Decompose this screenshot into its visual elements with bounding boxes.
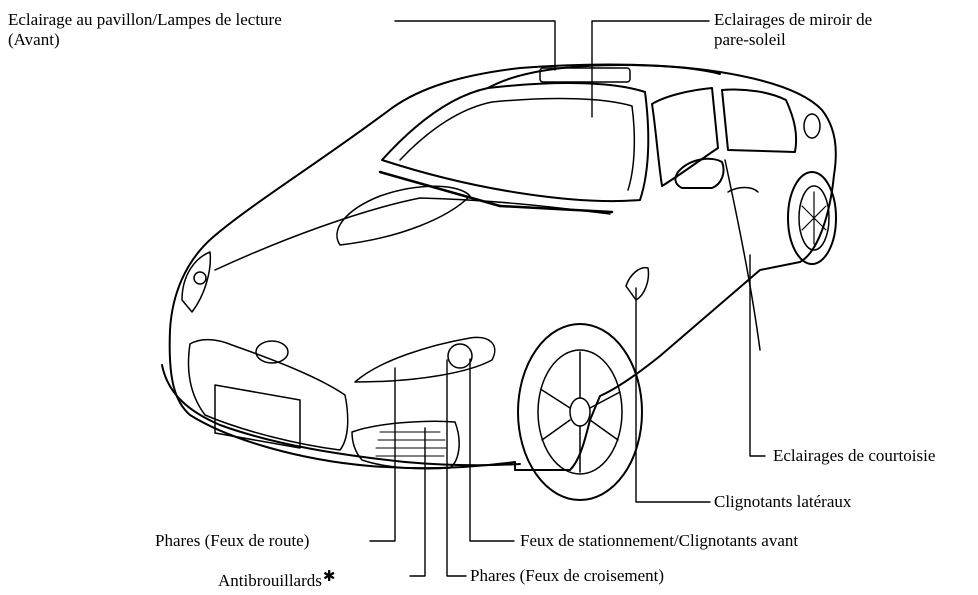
side-window-rear (721, 88, 798, 153)
asterisk-marker: ✱ (322, 567, 336, 585)
front-rim (537, 349, 623, 475)
label-high-beam: Phares (Feux de route) (155, 531, 310, 550)
label-vanity-mirror-line2: pare-soleil (714, 30, 786, 49)
label-vanity-mirror: Eclairages de miroir de pare-soleil (714, 10, 872, 50)
left-headlight (181, 251, 212, 313)
label-side-turn-signals: Clignotants latéraux (714, 492, 852, 511)
leader-low-beam (446, 359, 467, 577)
license-plate (214, 384, 301, 449)
label-interior-lamps-line1: Eclairage au pavillon/Lampes de lecture (8, 10, 282, 29)
side-window-front (651, 87, 719, 187)
leader-high-beam (369, 367, 396, 542)
leader-fog (409, 427, 426, 577)
label-low-beam: Phares (Feux de croisement) (470, 566, 665, 585)
label-interior-lamps-line2: (Avant) (8, 30, 60, 49)
door-handle (727, 186, 759, 193)
label-fog-lights-text: Antibrouillards (218, 571, 322, 590)
leader-interior-lamps (394, 20, 556, 71)
fog-lamp-grille (375, 431, 447, 457)
rear-rim (798, 185, 830, 251)
car-body-outline (168, 63, 837, 471)
roof-line (487, 64, 721, 89)
leader-side-turn (635, 287, 711, 503)
rear-wheel (787, 171, 837, 265)
hood-line (214, 197, 611, 271)
windshield-inner (399, 97, 636, 191)
windshield (381, 82, 650, 203)
right-headlight-lens-inner (447, 343, 473, 369)
leader-parking-turn (469, 358, 515, 542)
left-headlight-lens (193, 271, 207, 285)
wiper-right (498, 204, 614, 214)
front-spokes (541, 351, 621, 473)
front-lip (161, 364, 521, 467)
label-fog-lights: Antibrouillards✱ (218, 566, 335, 591)
door-line (724, 159, 761, 351)
right-headlight (354, 336, 496, 383)
label-interior-lamps: Eclairage au pavillon/Lampes de lecture … (8, 10, 282, 50)
sunroof (539, 67, 631, 83)
front-grille (187, 338, 349, 451)
side-marker (625, 266, 650, 301)
leader-courtesy (749, 254, 766, 457)
leader-vanity-mirror (591, 20, 710, 118)
wiper-left (378, 170, 502, 208)
hood-scoop (336, 185, 471, 246)
emblem (255, 340, 289, 364)
rear-spokes (801, 191, 827, 245)
fuel-cap (803, 113, 821, 139)
front-hub (569, 397, 591, 427)
front-wheel (517, 323, 643, 501)
fog-lamp-housing (351, 420, 460, 470)
label-parking-front-turn: Feux de stationnement/Clignotants avant (520, 531, 799, 550)
side-mirror (674, 157, 725, 189)
label-courtesy-lamps: Eclairages de courtoisie (773, 446, 936, 465)
label-vanity-mirror-line1: Eclairages de miroir de (714, 10, 873, 29)
